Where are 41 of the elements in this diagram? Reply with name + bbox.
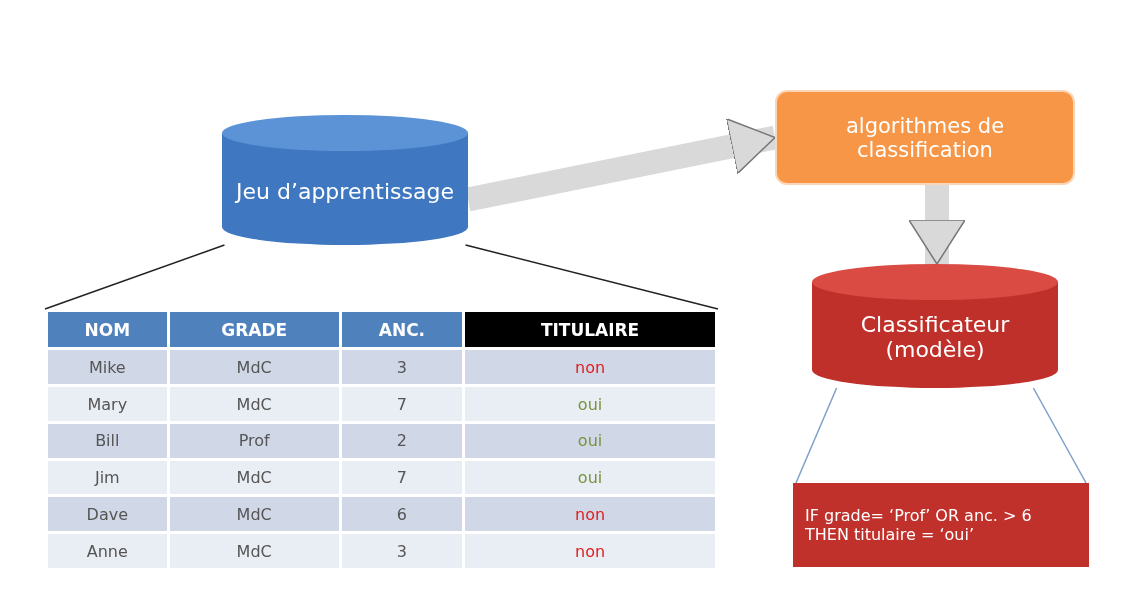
connector-line [1032, 387, 1087, 484]
table-cell: 7 [341, 460, 463, 495]
table-cell: Dave [48, 497, 167, 532]
column-header: NOM [48, 312, 167, 348]
table-cell: 3 [341, 534, 463, 568]
table-cell: oui [465, 387, 715, 421]
block-arrow [908, 185, 966, 265]
table-cell: 2 [341, 423, 463, 458]
node-label: Classificateur (modèle) [859, 312, 1011, 362]
database-cylinder [222, 115, 468, 245]
column-header: ANC. [341, 312, 463, 348]
table-cell: oui [465, 460, 715, 495]
table-cell: MdC [169, 534, 339, 568]
table-cell: Anne [48, 534, 167, 568]
table-cell: non [465, 497, 715, 532]
table-cell: Bill [48, 423, 167, 458]
table-cell: 7 [341, 387, 463, 421]
column-header: TITULAIRE [465, 312, 715, 348]
table-cell: non [465, 534, 715, 568]
data-table [45, 309, 718, 571]
node-label: algorithmes de classification [844, 113, 1006, 162]
table-cell: Jim [48, 460, 167, 495]
connector-line [795, 387, 838, 484]
table-cell: 3 [341, 350, 463, 385]
table-cell: Mary [48, 387, 167, 421]
connector-line [44, 244, 226, 310]
table-cell: 6 [341, 497, 463, 532]
column-header: GRADE [169, 312, 339, 348]
node-label: Jeu d’apprentissage [236, 178, 454, 204]
table-cell: non [465, 350, 715, 385]
table-cell: MdC [169, 350, 339, 385]
connector-line [464, 244, 719, 310]
node-label: IF grade= ‘Prof’ OR anc. > 6 THEN titulaire = ‘oui’ [805, 506, 1033, 544]
table-cell: oui [465, 423, 715, 458]
model-cylinder [812, 264, 1058, 388]
process-box [775, 90, 1075, 185]
table-cell: Prof [169, 423, 339, 458]
table-cell: MdC [169, 460, 339, 495]
table-cell: MdC [169, 387, 339, 421]
table-cell: MdC [169, 497, 339, 532]
table-cell: Mike [48, 350, 167, 385]
